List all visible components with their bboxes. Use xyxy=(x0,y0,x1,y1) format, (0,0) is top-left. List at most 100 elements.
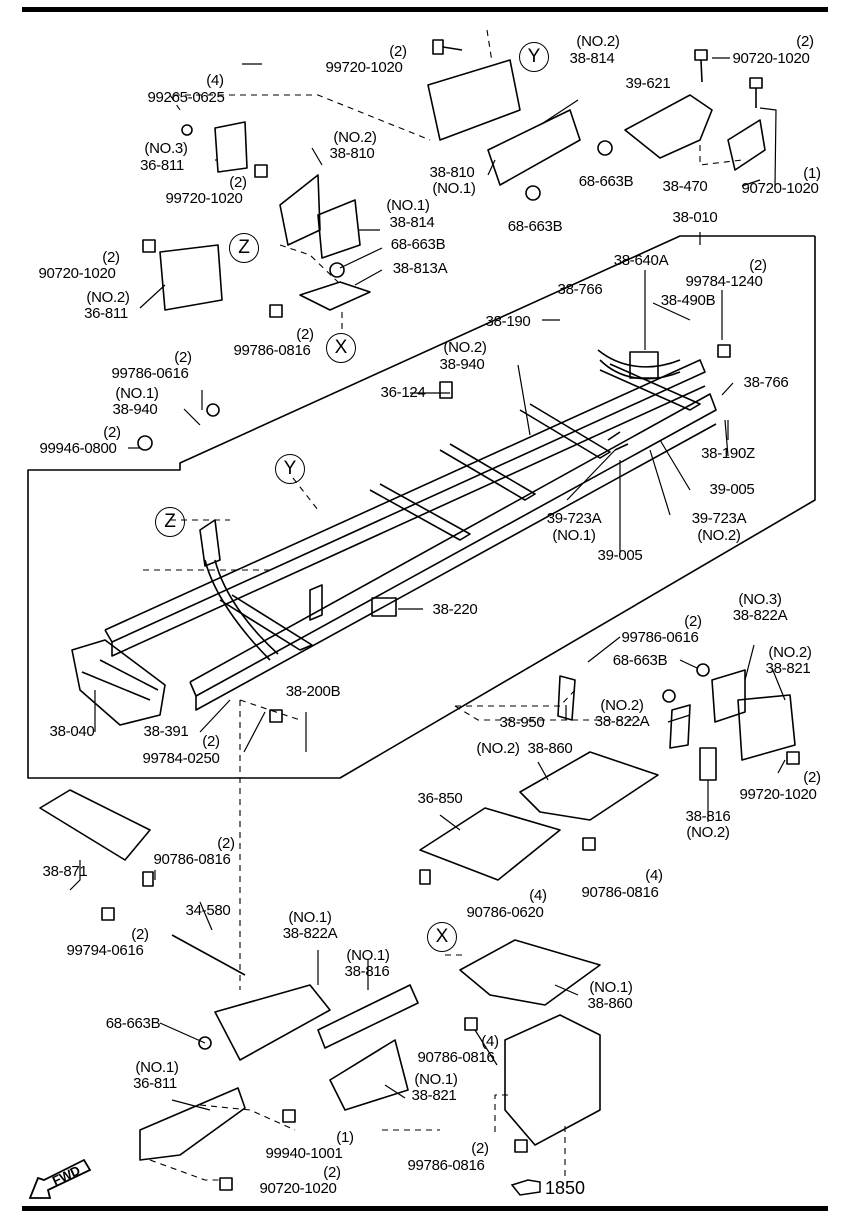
part-label: 99940-1001 xyxy=(265,1145,343,1162)
reference-page-label[interactable]: 1850 xyxy=(545,1178,586,1198)
part-label: 68-663B xyxy=(612,652,668,669)
qty-label: (2) xyxy=(389,43,407,60)
qty-label: (1) xyxy=(803,165,821,182)
part-label: 38-040 xyxy=(49,723,95,740)
part-label: 90786-0816 xyxy=(581,884,659,901)
part-label: 90720-1020 xyxy=(732,50,810,67)
part-label: 36-850 xyxy=(417,790,463,807)
qty-label: (NO.1) xyxy=(135,1059,179,1076)
top-rule xyxy=(22,7,828,12)
part-label: 99720-1020 xyxy=(165,190,243,207)
qty-label: (NO.2) xyxy=(333,129,377,146)
qty-label: (NO.1) xyxy=(589,979,633,996)
part-label: 38-490B xyxy=(660,292,716,309)
part-label: 38-814 xyxy=(389,214,435,231)
qty-label: (NO.1) xyxy=(288,909,332,926)
qty-label: (NO.1) xyxy=(432,180,476,197)
qty-label: (2) xyxy=(796,33,814,50)
main-frame-assembly xyxy=(71,349,717,726)
qty-label: (NO.1) xyxy=(552,527,596,544)
skid-plates xyxy=(39,751,659,1006)
part-label: 38-821 xyxy=(411,1087,457,1104)
part-label: 38-816 xyxy=(344,963,390,980)
part-label: 38-010 xyxy=(672,209,718,226)
part-label: 38-810 xyxy=(429,164,475,181)
qty-label: (4) xyxy=(529,887,547,904)
part-label: 36-811 xyxy=(140,157,184,174)
part-label: 39-005 xyxy=(709,481,755,498)
part-label: 36-811 xyxy=(133,1075,177,1092)
fwd-arrow-shape xyxy=(28,1158,92,1199)
part-label: 68-663B xyxy=(105,1015,161,1032)
part-label: 38-766 xyxy=(557,281,603,298)
frame-group-outline xyxy=(27,235,816,779)
part-label: 38-816 xyxy=(685,808,731,825)
part-label: 39-005 xyxy=(597,547,643,564)
qty-label: (NO.2) xyxy=(686,824,730,841)
part-label: 38-391 xyxy=(143,723,189,740)
part-label: 38-860 xyxy=(587,995,633,1012)
qty-label: (NO.2) xyxy=(86,289,130,306)
part-label: 38-822A xyxy=(594,713,650,730)
part-label: 99784-1240 xyxy=(685,273,763,290)
right-side-parts xyxy=(557,663,796,781)
qty-label: (4) xyxy=(481,1033,499,1050)
qty-label: (NO.1) xyxy=(346,947,390,964)
qty-label: (2) xyxy=(684,613,702,630)
part-label: 90720-1020 xyxy=(741,180,819,197)
part-label: 38-470 xyxy=(662,178,708,195)
qty-label: (2) xyxy=(174,349,192,366)
part-label: 38-190Z xyxy=(701,445,755,462)
qty-label: (4) xyxy=(206,72,224,89)
qty-label: (2) xyxy=(323,1164,341,1181)
part-label: 99786-0816 xyxy=(407,1157,485,1174)
part-label: 38-822A xyxy=(732,607,788,624)
part-label: 99786-0616 xyxy=(111,365,189,382)
qty-label: (2) xyxy=(296,326,314,343)
part-label: 99794-0616 xyxy=(66,942,144,959)
part-label: 90720-1020 xyxy=(38,265,116,282)
callout-y-top: Y xyxy=(519,42,549,72)
part-label: 38-940 xyxy=(112,401,158,418)
part-label: 38-220 xyxy=(432,601,478,618)
part-label: 38-822A xyxy=(282,925,338,942)
part-label: 90786-0816 xyxy=(417,1049,495,1066)
part-label: 39-723A xyxy=(691,510,747,527)
callout-x-bottom: X xyxy=(427,922,457,952)
part-label: 68-663B xyxy=(390,236,446,253)
part-label: 68-663B xyxy=(507,218,563,235)
callout-z-top: Z xyxy=(229,233,259,263)
part-label: 90786-0816 xyxy=(153,851,231,868)
part-label: 99720-1020 xyxy=(325,59,403,76)
lower-assemblies xyxy=(139,934,601,1161)
bolts xyxy=(101,39,800,1191)
part-label: 99946-0800 xyxy=(39,440,117,457)
part-label: 38-871 xyxy=(42,863,88,880)
part-label: 90720-1020 xyxy=(259,1180,337,1197)
qty-label: (NO.2) xyxy=(476,740,520,757)
qty-label: (NO.1) xyxy=(115,385,159,402)
qty-label: (2) xyxy=(102,249,120,266)
part-label: 39-621 xyxy=(625,75,671,92)
qty-label: (NO.2) xyxy=(443,339,487,356)
part-label: 38-190 xyxy=(485,313,531,330)
part-label: 38-766 xyxy=(743,374,789,391)
qty-label: (2) xyxy=(803,769,821,786)
part-label: 36-124 xyxy=(380,384,426,401)
part-label: 38-940 xyxy=(439,356,485,373)
qty-label: (2) xyxy=(202,733,220,750)
qty-label: (NO.1) xyxy=(386,197,430,214)
qty-label: (NO.2) xyxy=(600,697,644,714)
part-label: 99720-1020 xyxy=(739,786,817,803)
callout-z-frame: Z xyxy=(155,507,185,537)
part-label: 38-640A xyxy=(613,252,669,269)
qty-label: (4) xyxy=(645,867,663,884)
part-label: 38-810 xyxy=(329,145,375,162)
part-label: 38-200B xyxy=(285,683,341,700)
qty-label: (2) xyxy=(471,1140,489,1157)
part-label: 99786-0816 xyxy=(233,342,311,359)
part-label: 38-821 xyxy=(765,660,811,677)
part-label: 38-860 xyxy=(527,740,573,757)
qty-label: (2) xyxy=(749,257,767,274)
